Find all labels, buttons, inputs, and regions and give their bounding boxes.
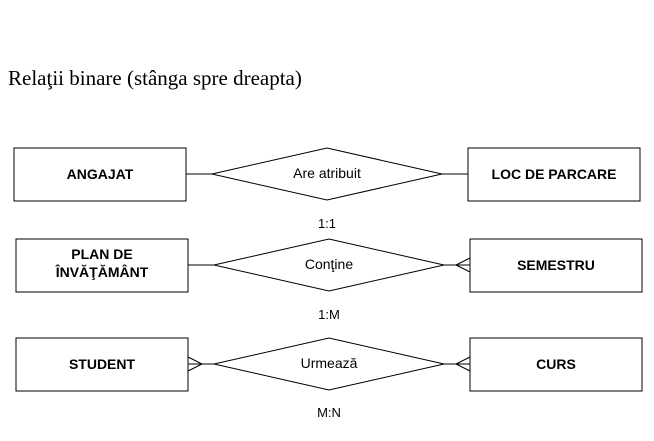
cardinality-label-m-n: M:N [317, 405, 341, 420]
relationship-label-are-atribuit: Are atribuit [293, 165, 361, 181]
diagram-title: Relaţii binare (stânga spre dreapta) [8, 66, 302, 90]
relationship-label-contine: Conţine [305, 256, 353, 272]
entity-label-semestru: SEMESTRU [517, 257, 595, 273]
entity-label-student: STUDENT [69, 356, 136, 372]
relation-row-many-to-many: STUDENT Urmează CURS M:N [15, 337, 643, 420]
crows-foot-many-right [455, 356, 471, 372]
entity-box-angajat [13, 147, 187, 202]
crows-foot-many-left [187, 356, 203, 372]
cardinality-label-1-m: 1:M [318, 307, 340, 322]
crows-foot-many-right [455, 257, 471, 273]
entity-box-student [15, 337, 189, 392]
entity-box-loc-de-parcare [467, 147, 641, 202]
entity-box-plan-de-invatamant [15, 238, 189, 293]
relation-row-one-to-many: PLAN DE ÎNVĂŢĂMÂNT Conţine SEMESTRU 1:M [15, 238, 643, 322]
entity-label-plan-de-line2: ÎNVĂŢĂMÂNT [55, 263, 149, 280]
entity-label-plan-de-line1: PLAN DE [71, 246, 132, 262]
entity-label-angajat: ANGAJAT [67, 166, 134, 182]
cardinality-label-1-1: 1:1 [318, 216, 336, 231]
entity-box-curs [469, 337, 643, 392]
entity-box-semestru [469, 238, 643, 293]
relation-row-one-to-one: ANGAJAT Are atribuit LOC DE PARCARE 1:1 [13, 147, 641, 231]
entity-label-curs: CURS [536, 356, 576, 372]
entity-label-loc-de-parcare: LOC DE PARCARE [492, 166, 617, 182]
relationship-label-urmeaza: Urmează [301, 355, 358, 371]
